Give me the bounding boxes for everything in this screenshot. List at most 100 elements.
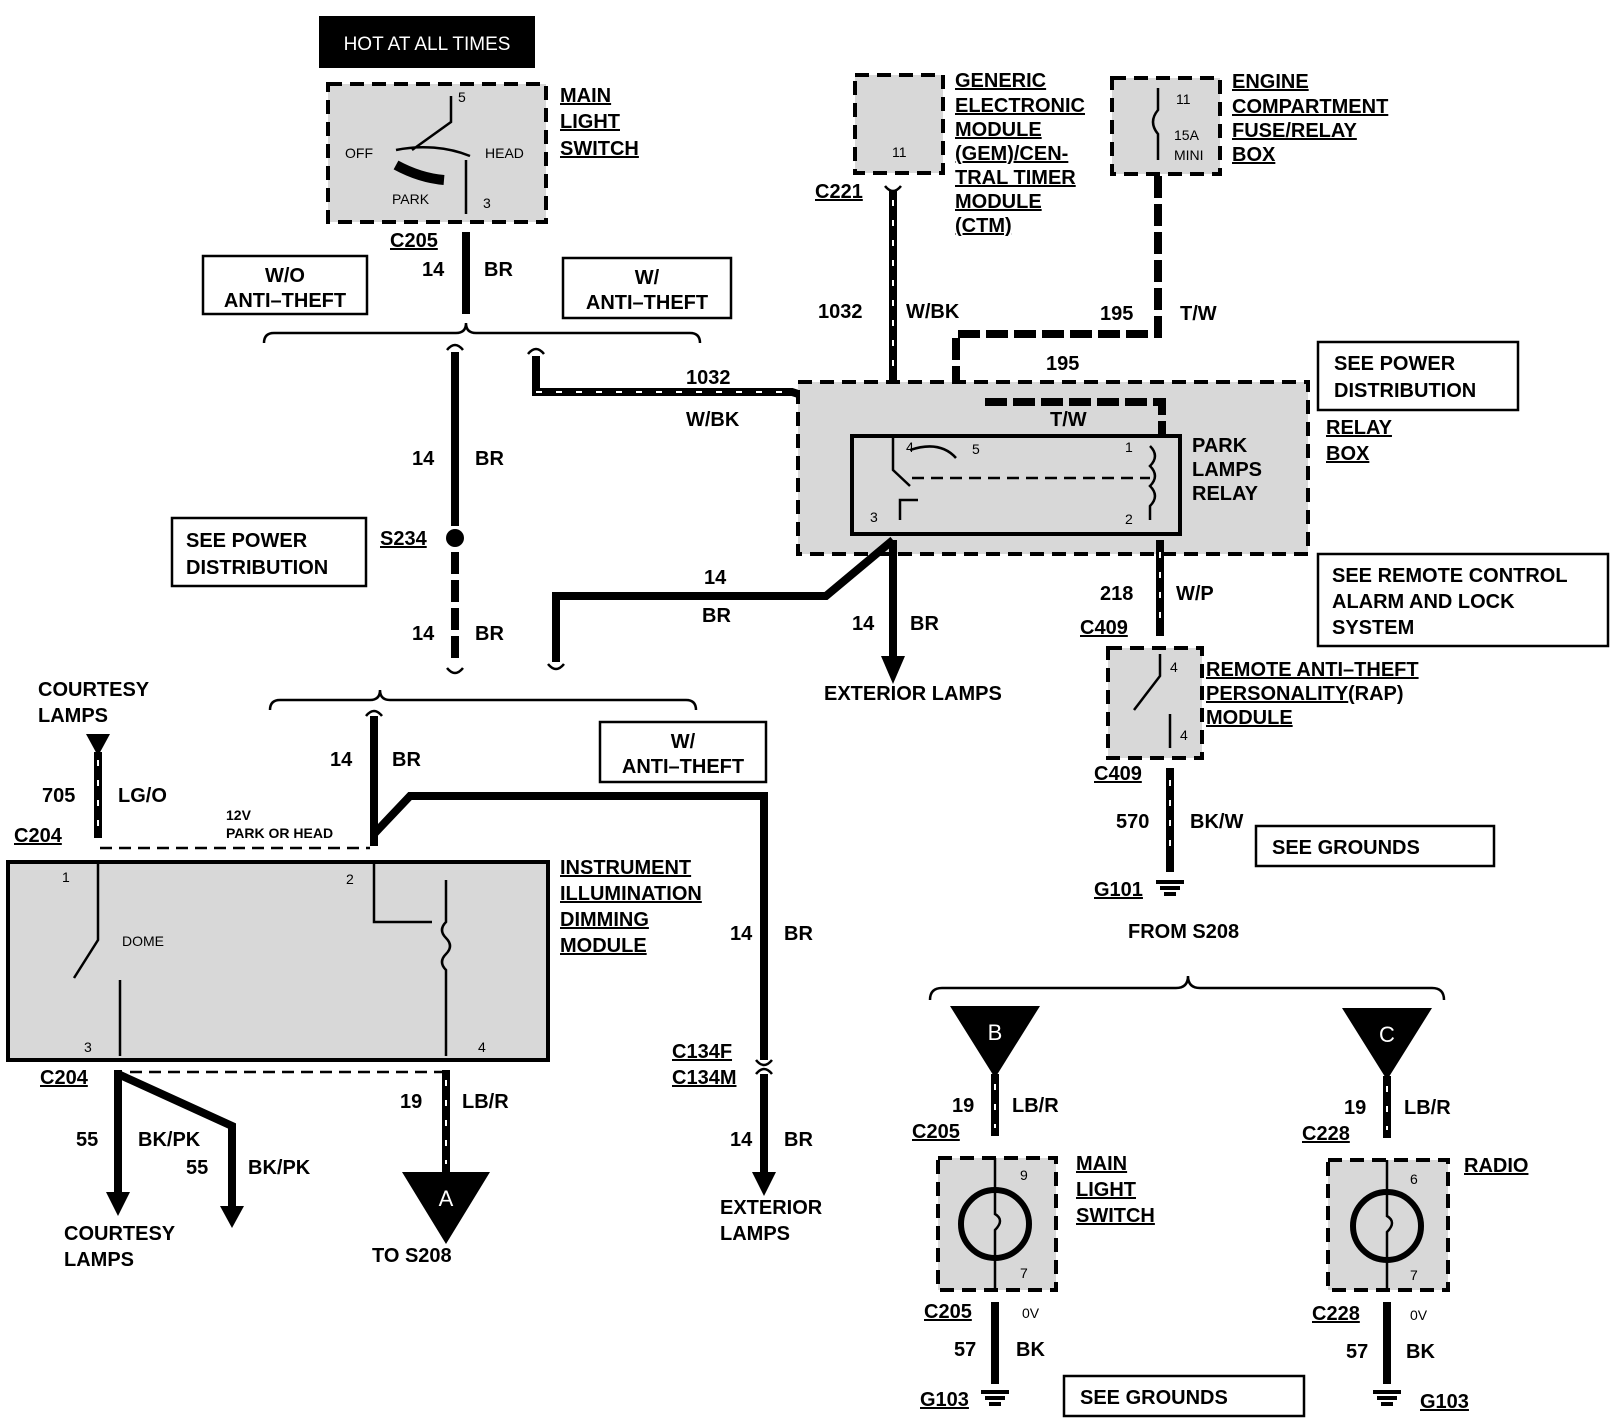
wire-14-ext-gauge: 14 bbox=[852, 613, 875, 635]
option-bracket-top bbox=[262, 322, 702, 344]
wire-14-relay-gauge: 14 bbox=[704, 567, 727, 589]
courtesy-lamps-bottom-line1: COURTESY bbox=[64, 1223, 176, 1245]
ground-g103-left-symbol bbox=[981, 1390, 1009, 1406]
wire-195-internal-number: 195 bbox=[1046, 353, 1079, 375]
main-light-switch-head-label: HEAD bbox=[485, 145, 524, 161]
wo-anti-theft-box bbox=[201, 254, 369, 316]
dimming-dome-label: DOME bbox=[122, 933, 164, 949]
main-light-switch-lamp-title-1: MAIN bbox=[1076, 1153, 1127, 1175]
c204-top-connector: C204 bbox=[14, 825, 63, 847]
radio-title: RADIO bbox=[1464, 1155, 1528, 1177]
relay-pin-4: 4 bbox=[906, 439, 914, 455]
main-light-switch-park-label: PARK bbox=[392, 191, 430, 207]
to-s208-label: TO S208 bbox=[372, 1245, 452, 1267]
wire-55-color-1: BK/PK bbox=[138, 1129, 201, 1151]
zero-v-c: 0V bbox=[1410, 1307, 1428, 1323]
wire-218-number: 218 bbox=[1100, 583, 1133, 605]
wire-705-color: LG/O bbox=[118, 785, 167, 807]
wire-14-dimmer-color: BR bbox=[392, 749, 421, 771]
c409-top-connector: C409 bbox=[1080, 617, 1128, 639]
wire-14-br-relay-cap bbox=[547, 663, 565, 671]
g103-right-label: G103 bbox=[1420, 1391, 1469, 1413]
wo-anti-theft-line1: W/O bbox=[265, 265, 305, 287]
gem-title-6: MODULE bbox=[955, 191, 1042, 213]
instrument-illumination-dimming-module bbox=[6, 860, 550, 1062]
fuse-box-title-4: BOX bbox=[1232, 144, 1276, 166]
relay-box-title-1: RELAY bbox=[1326, 417, 1393, 439]
see-grounds-box-bottom bbox=[1062, 1374, 1306, 1418]
main-light-switch-lamp-box bbox=[936, 1156, 1058, 1292]
see-grounds-box-top bbox=[1254, 824, 1496, 868]
wire-14-top-gauge: 14 bbox=[422, 259, 445, 281]
wire-1032-gem-color: W/BK bbox=[906, 301, 960, 323]
see-power-distribution-right-1: SEE POWER bbox=[1334, 353, 1456, 375]
wire-19-c-color: LB/R bbox=[1404, 1097, 1451, 1119]
see-grounds-top-label: SEE GROUNDS bbox=[1272, 837, 1420, 859]
dimming-title-1: INSTRUMENT bbox=[560, 857, 691, 879]
s234-label: S234 bbox=[380, 528, 428, 550]
main-light-switch-lamp-pin-7: 7 bbox=[1020, 1265, 1028, 1281]
arrow-exterior-lamps-2 bbox=[752, 1172, 776, 1196]
wire-19-color: LB/R bbox=[462, 1091, 509, 1113]
rap-title-4: MODULE bbox=[1206, 707, 1293, 729]
w-anti-theft-top-line2: ANTI–THEFT bbox=[586, 292, 708, 314]
main-light-switch-title-3: SWITCH bbox=[560, 138, 639, 160]
main-light-switch-lamp-title-2: LIGHT bbox=[1076, 1179, 1136, 1201]
rap-title-1: REMOTE ANTI–THEFT bbox=[1206, 659, 1419, 681]
wire-14-relay-color: BR bbox=[702, 605, 731, 627]
wire-19-b-color: LB/R bbox=[1012, 1095, 1059, 1117]
c409-bottom-connector: C409 bbox=[1094, 763, 1142, 785]
relay-pin-3: 3 bbox=[870, 509, 878, 525]
wire-1032-color: W/BK bbox=[686, 409, 740, 431]
fuse-11-symbol bbox=[1151, 88, 1160, 160]
rap-pin-bottom: 4 bbox=[1180, 727, 1188, 743]
from-s208-label: FROM S208 bbox=[1128, 921, 1239, 943]
wire-br-trunk-bottom-cap bbox=[446, 667, 464, 675]
fuse-box-title-3: FUSE/RELAY bbox=[1232, 120, 1358, 142]
see-remote-line-2: ALARM AND LOCK bbox=[1332, 591, 1515, 613]
wire-14-br-gauge-2: 14 bbox=[412, 448, 435, 470]
switch-blade bbox=[393, 160, 445, 185]
gem-title-4: (GEM)/CEN- bbox=[955, 143, 1068, 165]
courtesy-lamps-bottom-line2: LAMPS bbox=[64, 1249, 134, 1271]
wire-tw-internal-color: T/W bbox=[1050, 409, 1087, 431]
see-power-distribution-left-2: DISTRIBUTION bbox=[186, 557, 328, 579]
park-lamps-relay-title-3: RELAY bbox=[1192, 483, 1259, 505]
wire-14-br-color-2: BR bbox=[475, 448, 504, 470]
rap-title-2: PERSONALITY bbox=[1206, 683, 1349, 705]
see-power-distribution-left-1: SEE POWER bbox=[186, 530, 308, 552]
dimming-rheostat bbox=[372, 862, 452, 1056]
w-anti-theft-top-line1: W/ bbox=[635, 267, 660, 289]
rap-switch bbox=[1133, 654, 1172, 748]
ground-g101-symbol bbox=[1156, 880, 1184, 896]
wire-570-color: BK/W bbox=[1190, 811, 1243, 833]
park-lamps-relay-title-2: LAMPS bbox=[1192, 459, 1262, 481]
main-light-switch-pin-3: 3 bbox=[483, 195, 491, 211]
relay-pin-5: 5 bbox=[972, 441, 980, 457]
option-bracket-s208 bbox=[928, 975, 1446, 1001]
c228-bottom-connector: C228 bbox=[1312, 1303, 1360, 1325]
wire-14-top-color: BR bbox=[484, 259, 513, 281]
wire-218-color: W/P bbox=[1176, 583, 1214, 605]
main-light-switch-off-label: OFF bbox=[345, 145, 373, 161]
fuse-number: 11 bbox=[1176, 91, 1191, 107]
wire-195-number: 195 bbox=[1100, 303, 1133, 325]
dimming-pin-3: 3 bbox=[84, 1039, 92, 1055]
fuse-rating: 15A bbox=[1174, 127, 1200, 143]
wire-14-br-branch-color: BR bbox=[784, 923, 813, 945]
relay-contact bbox=[891, 436, 957, 520]
marker-b-label: B bbox=[988, 1020, 1003, 1045]
zero-v-b: 0V bbox=[1022, 1305, 1040, 1321]
gem-title-7: (CTM) bbox=[955, 215, 1012, 237]
fuse-relay-box bbox=[1110, 76, 1222, 176]
g101-label: G101 bbox=[1094, 879, 1143, 901]
wire-14-br-gauge-3: 14 bbox=[412, 623, 435, 645]
wire-195-tw-internal bbox=[985, 398, 1166, 436]
splice-s234 bbox=[446, 529, 464, 547]
main-light-switch-pin-5: 5 bbox=[458, 89, 466, 105]
wire-19-c-number: 19 bbox=[1344, 1097, 1366, 1119]
courtesy-lamps-top-line2: LAMPS bbox=[38, 705, 108, 727]
gem-title-3: MODULE bbox=[955, 119, 1042, 141]
courtesy-lamps-top-arrow bbox=[86, 734, 110, 756]
